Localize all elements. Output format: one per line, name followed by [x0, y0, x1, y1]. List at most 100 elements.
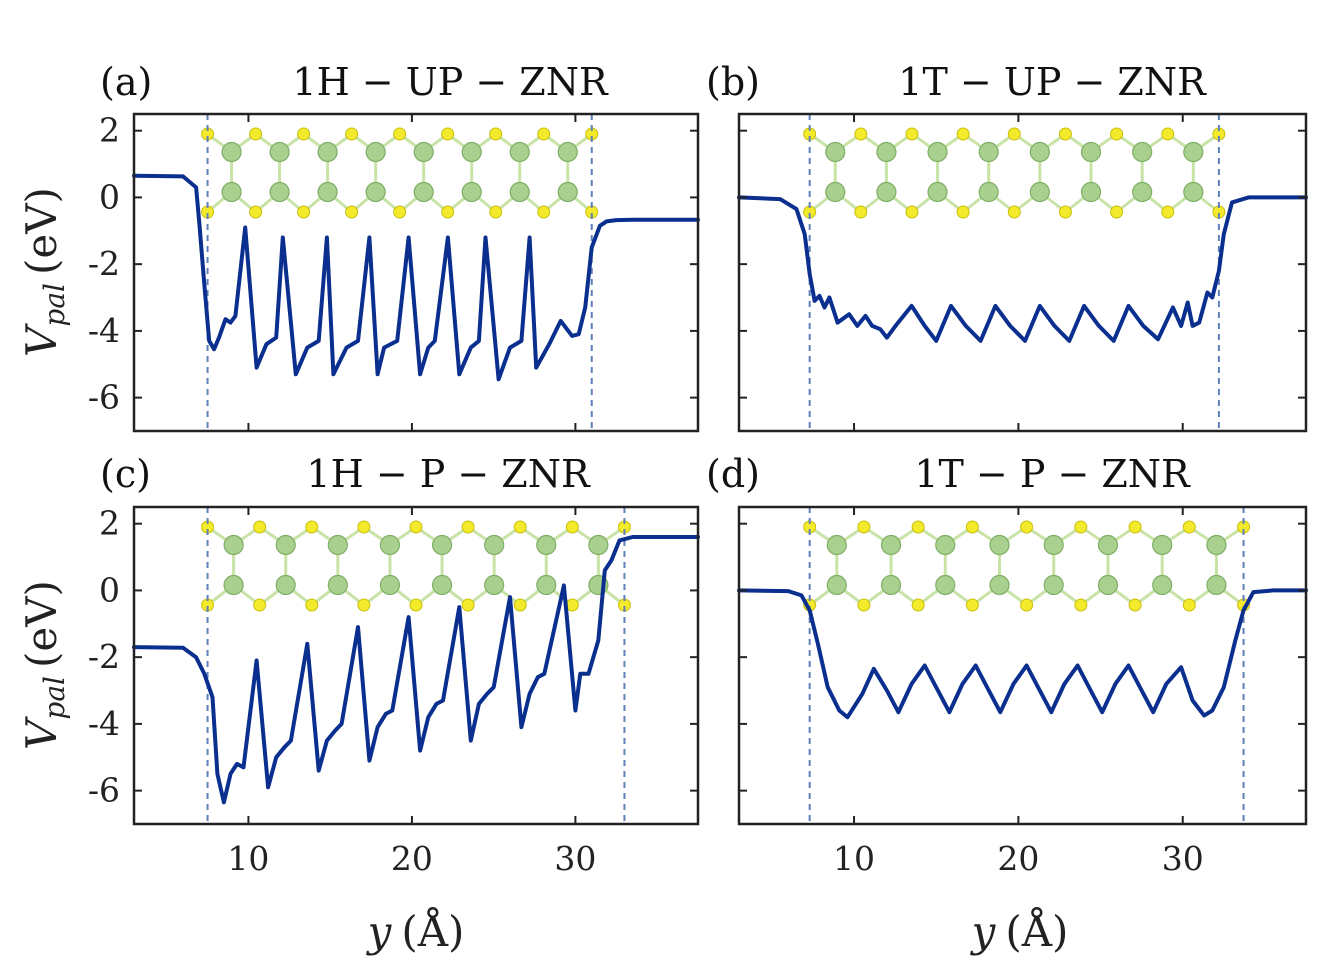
panel-c-chalcogen-atom	[357, 598, 371, 612]
panel-a-chalcogen-atom	[441, 127, 455, 141]
panel-a-chalcogen-atom	[489, 205, 503, 219]
panel-c-frame	[132, 505, 700, 826]
panel-c-metal-atom	[327, 574, 348, 596]
svg-text:Vpal(eV): Vpal(eV)	[17, 580, 71, 750]
panel-c-letter: (c)	[100, 452, 151, 496]
panel-c-chalcogen-atom	[357, 520, 371, 534]
panel-b-chalcogen-atom	[1110, 205, 1124, 219]
panel-d-x-tick-label: 30	[1162, 839, 1204, 878]
panel-c-metal-atom	[223, 574, 244, 596]
panel-d-chalcogen-atom	[1074, 520, 1088, 534]
panel-d-metal-atom	[989, 534, 1010, 556]
panel-b-metal-atom	[927, 141, 948, 163]
panel-a: 20-2-4-6	[88, 111, 700, 433]
panel-a-chalcogen-atom	[249, 205, 263, 219]
panel-b-potential-line	[737, 195, 1308, 343]
panel-c-y-tick-label: -2	[88, 637, 120, 676]
panel-d-chalcogen-atom	[1182, 520, 1196, 534]
panel-a-metal-atom	[365, 181, 386, 203]
panel-b-metal-atom	[1183, 141, 1204, 163]
panel-c-chalcogen-atom	[305, 520, 319, 534]
panel-b-chalcogen-atom	[1161, 127, 1175, 141]
panel-a-metal-atom	[269, 141, 290, 163]
panel-a-metal-atom	[461, 141, 482, 163]
panel-a-chalcogen-atom	[441, 205, 455, 219]
panel-a-metal-atom	[221, 141, 242, 163]
panel-d-chalcogen-atom	[911, 520, 925, 534]
panel-d-metal-atom	[826, 574, 847, 596]
panel-b-metal-atom	[1080, 181, 1102, 203]
panel-a-chalcogen-atom	[537, 205, 551, 219]
panel-d-chalcogen-atom	[857, 520, 871, 534]
panel-c-metal-atom	[536, 574, 557, 596]
panel-d-potential-line	[737, 588, 1308, 720]
panel-a-chalcogen-atom	[297, 127, 311, 141]
panel-a-metal-atom	[461, 181, 482, 203]
panel-c-metal-atom	[484, 574, 505, 596]
panel-c-x-tick-label: 20	[391, 839, 433, 878]
panel-d-x-tick-label: 20	[997, 839, 1039, 878]
panel-c-chalcogen-atom	[461, 520, 475, 534]
panel-b-metal-atom	[1029, 141, 1050, 163]
panel-d-chalcogen-atom	[965, 598, 979, 612]
panel-d-chalcogen-atom	[857, 598, 871, 612]
panel-a-chalcogen-atom	[537, 127, 551, 141]
panel-c-metal-atom	[536, 534, 557, 556]
y-axis-label-top: Vpal(eV)	[17, 187, 71, 357]
panel-a-title: 1H − UP − ZNR	[292, 60, 609, 104]
panel-c-metal-atom	[588, 534, 609, 556]
panel-c-x-tick-label: 30	[554, 839, 596, 878]
panel-c-chalcogen-atom	[253, 598, 267, 612]
panel-d-title: 1T − P − ZNR	[914, 452, 1191, 496]
panel-d-metal-atom	[1097, 574, 1119, 596]
panel-c-title: 1H − P − ZNR	[306, 452, 591, 496]
panel-a-metal-atom	[509, 181, 530, 203]
panel-b-metal-atom	[825, 141, 846, 163]
panel-b-metal-atom	[927, 181, 948, 203]
panel-a-chalcogen-atom	[249, 127, 263, 141]
panel-d-chalcogen-atom	[965, 520, 979, 534]
panel-b-metal-atom	[1132, 141, 1153, 163]
panel-c-chalcogen-atom	[253, 520, 267, 534]
panel-d-metal-atom	[935, 574, 956, 596]
panel-d-metal-atom	[1206, 574, 1227, 596]
panel-d-metal-atom	[989, 574, 1010, 596]
panel-b-chalcogen-atom	[1058, 205, 1072, 219]
panel-a-y-tick-label: 0	[99, 177, 120, 216]
panel-a-metal-atom	[557, 141, 578, 163]
panel-c-metal-atom	[223, 534, 244, 556]
panel-d-chalcogen-atom	[911, 598, 925, 612]
panel-d-metal-atom	[935, 534, 956, 556]
panel-b-title: 1T − UP − ZNR	[898, 60, 1207, 104]
panel-b-metal-atom	[1080, 141, 1102, 163]
panel-b-chalcogen-atom	[1058, 127, 1072, 141]
panel-b-chalcogen-atom	[1007, 127, 1021, 141]
x-axis-label-left-unit: (Å)	[401, 906, 464, 956]
svg-text:Vpal(eV): Vpal(eV)	[17, 187, 71, 357]
panel-a-y-tick-label: -4	[88, 311, 120, 350]
panel-a-chalcogen-atom	[345, 127, 359, 141]
panel-b-chalcogen-atom	[1007, 205, 1021, 219]
panel-b-metal-atom	[978, 181, 999, 203]
panel-c-metal-atom	[379, 574, 401, 596]
panel-c-y-tick-label: -6	[88, 771, 120, 810]
panel-d-chalcogen-atom	[1020, 520, 1034, 534]
panel-a-metal-atom	[365, 141, 386, 163]
panel-c-chalcogen-atom	[409, 520, 423, 534]
panel-a-metal-atom	[317, 141, 338, 163]
panel-d-chalcogen-atom	[1128, 598, 1142, 612]
panel-b-chalcogen-atom	[905, 127, 919, 141]
panel-a-metal-atom	[413, 181, 434, 203]
panel-b-metal-atom	[1029, 181, 1050, 203]
panel-c-y-tick-label: 2	[99, 504, 120, 543]
panel-b-chalcogen-atom	[1161, 205, 1175, 219]
y-axis-label-bottom-symbol: V	[17, 716, 66, 750]
panel-a-structure-inset	[201, 127, 599, 219]
panel-b-metal-atom	[1132, 181, 1153, 203]
y-axis-label-bottom-unit: (eV)	[17, 580, 66, 668]
panel-c-metal-atom	[484, 534, 505, 556]
panel-b-metal-atom	[876, 141, 897, 163]
